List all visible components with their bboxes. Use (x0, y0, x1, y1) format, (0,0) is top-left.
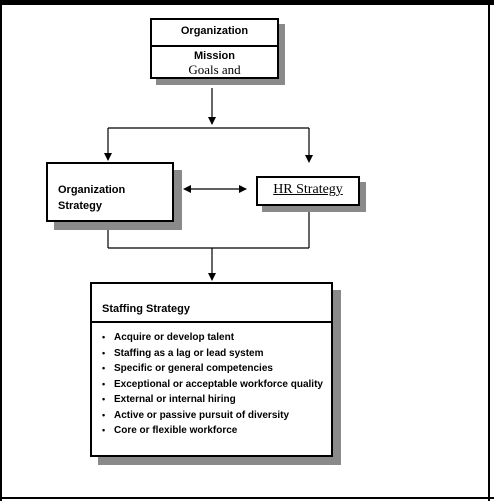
bidirectional-arrow-left-head (183, 185, 191, 193)
top-border (0, 0, 494, 5)
organization-title: Organization (180, 25, 249, 37)
staffing-strategy-box: Staffing Strategy Acquire or develop tal… (90, 282, 333, 457)
mission-goals-box: Mission Goals and (150, 45, 279, 79)
right-border (488, 0, 490, 501)
goals-label: Goals and (188, 62, 241, 77)
list-item: Staffing as a lag or lead system (102, 346, 323, 362)
org-strategy-line2: Strategy (58, 200, 103, 212)
staffing-strategy-list: Acquire or develop talent Staffing as a … (92, 330, 323, 439)
hr-strategy-label: HR Strategy (273, 182, 343, 197)
org-strategy-line1: Organization (58, 184, 126, 196)
list-item: Specific or general competencies (102, 361, 323, 377)
mission-label: Mission (194, 50, 235, 62)
list-item: Exceptional or acceptable workforce qual… (102, 377, 323, 393)
list-item: Active or passive pursuit of diversity (102, 408, 323, 424)
bottom-border (0, 497, 494, 499)
staffing-strategy-title: Staffing Strategy (92, 284, 331, 323)
list-item: Core or flexible workforce (102, 423, 323, 439)
hr-strategy-box: HR Strategy (256, 176, 360, 206)
left-border (0, 0, 2, 501)
organization-box: Organization (150, 18, 279, 47)
list-item: External or internal hiring (102, 392, 323, 408)
organization-strategy-box: Organization Strategy (46, 162, 174, 222)
list-item: Acquire or develop talent (102, 330, 323, 346)
